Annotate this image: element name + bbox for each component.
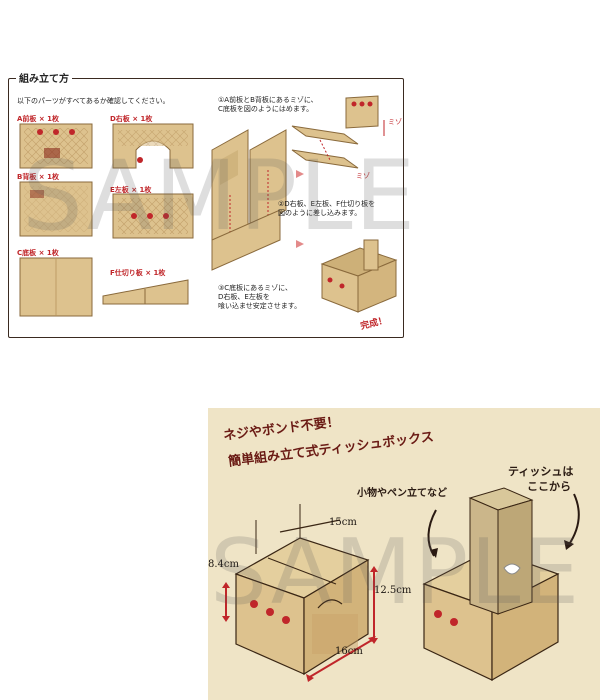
- part-b-back-panel: [19, 181, 93, 237]
- watermark-top: SAMPLE: [22, 140, 418, 252]
- step1-diagram: [211, 95, 385, 271]
- dim-height: 8.4cm: [208, 559, 239, 570]
- part-label-a: A前板 × 1枚: [17, 115, 60, 123]
- caption-tissue-1: ティッシュは: [508, 465, 574, 478]
- part-c-bottom-panel: [19, 257, 93, 317]
- dim-width: 15cm: [329, 517, 357, 528]
- part-label-d: D右板 × 1枚: [110, 115, 153, 123]
- intro-text: 以下のパーツがすべてあるか確認してください。: [17, 97, 170, 105]
- step-1-text: ①A前板とB背板にあるミゾに、 C底板を図のようにはめます。: [218, 96, 318, 113]
- dim-length: 16cm: [335, 646, 363, 657]
- dim-depth: 12.5cm: [374, 585, 412, 596]
- part-label-e: E左板 × 1枚: [110, 186, 152, 194]
- arrow-right-1: [296, 170, 304, 178]
- product-illustrations: [222, 487, 580, 682]
- part-label-f: F仕切り板 × 1枚: [110, 269, 166, 277]
- part-a-front-panel: [19, 123, 93, 169]
- card-title: 組み立て方: [16, 70, 72, 85]
- arrow-tissue: [567, 493, 580, 547]
- caption-small-items: 小物やペン立てなど: [357, 488, 447, 499]
- caption-tissue-2: ここから: [527, 480, 571, 493]
- right-box-illustration: [422, 487, 560, 682]
- groove-label-2: ミゾ: [356, 172, 370, 180]
- step-3-text: ③C底板にあるミゾに、 D右板、E左板を 喰い込ませ安定させます。: [218, 284, 302, 310]
- step3-completed-box: [320, 239, 398, 313]
- part-label-b: B背板 × 1枚: [17, 173, 59, 181]
- watermark-bottom: SAMPLE: [210, 520, 582, 625]
- part-label-c: C底板 × 1枚: [17, 249, 59, 257]
- part-f-partition: [102, 279, 189, 305]
- left-box-illustration: [234, 504, 370, 676]
- part-e-left-panel: [112, 193, 194, 239]
- arrow-right-2: [296, 240, 304, 248]
- part-d-right-panel: [112, 123, 194, 169]
- groove-label-1: ミゾ: [388, 118, 402, 126]
- step-2-text: ②D右板、E左板、F仕切り板を 図のように差し込みます。: [278, 200, 376, 217]
